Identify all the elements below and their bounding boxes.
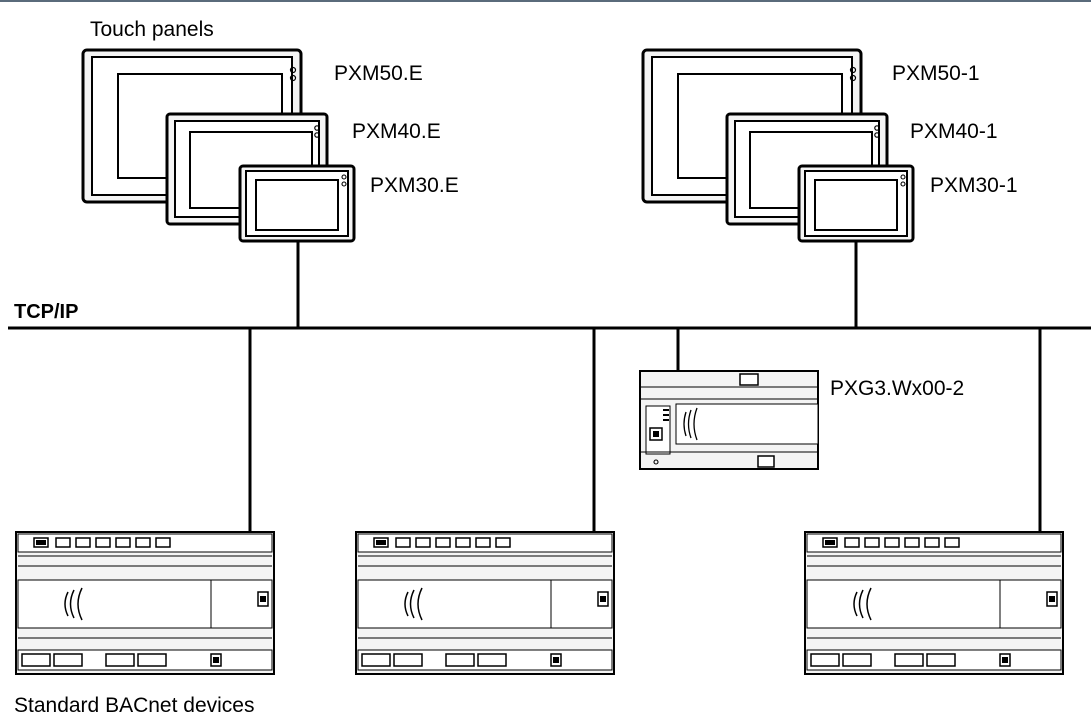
left-panel-group: PXM50.E PXM40.E PXM30.E xyxy=(81,48,459,243)
standard-bacnet-devices-label: Standard BACnet devices xyxy=(14,694,254,717)
top-border xyxy=(0,0,1091,2)
bacnet-device-1 xyxy=(15,531,275,675)
right-panel-group: PXM50-1 PXM40-1 PXM30-1 xyxy=(641,48,1018,243)
label-pxm30-1: PXM30-1 xyxy=(930,174,1018,197)
label-pxm50-1: PXM50-1 xyxy=(892,62,980,85)
label-pxm40e: PXM40.E xyxy=(352,120,441,143)
panel-pxm30-1 xyxy=(797,164,915,243)
label-pxm30e: PXM30.E xyxy=(370,174,459,197)
label-pxm40-1: PXM40-1 xyxy=(910,120,998,143)
bacnet-device-3 xyxy=(804,531,1064,675)
tcp-ip-label: TCP/IP xyxy=(14,301,78,323)
label-pxm50e: PXM50.E xyxy=(334,62,423,85)
touch-panels-label: Touch panels xyxy=(90,18,214,41)
pxg3-controller xyxy=(639,370,819,470)
label-pxg3: PXG3.Wx00-2 xyxy=(830,377,964,400)
bacnet-device-2 xyxy=(355,531,615,675)
panel-pxm30e xyxy=(238,164,356,243)
